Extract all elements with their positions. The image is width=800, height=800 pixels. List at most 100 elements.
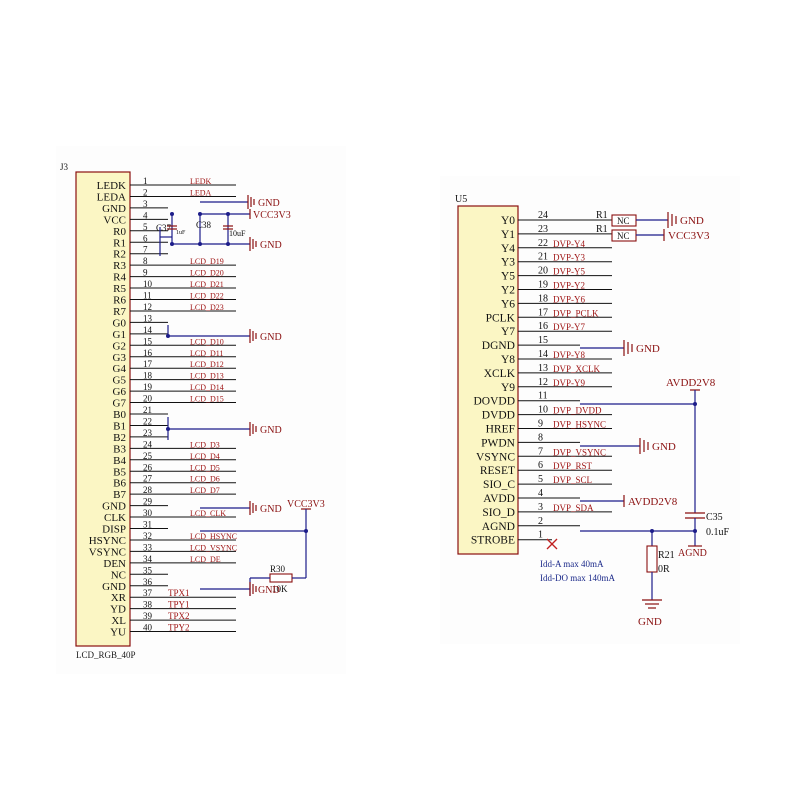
u5-pin-number: 22 (538, 238, 548, 249)
u5-pin-name: HREF (486, 424, 515, 436)
j3-pin-name: B4 (113, 455, 126, 467)
u5-net-label: DVP_XCLK (553, 364, 601, 374)
j3-pin-name: NC (111, 569, 126, 581)
c37-value: 1uF (176, 230, 186, 236)
gnd-symbol-g0-g1: GND (166, 325, 282, 343)
u5-pin-number: 15 (538, 335, 548, 346)
j3-pin-number: 18 (143, 371, 153, 381)
j3-net-label: LCD_D22 (190, 292, 224, 301)
u5-net-label: DVP_HSYNC (553, 420, 606, 430)
u5-pin-name: PCLK (486, 312, 516, 324)
u5-pin-name: RESET (480, 465, 515, 477)
j3-pin-name: G3 (113, 352, 127, 364)
j3-pin-number: 25 (143, 451, 153, 461)
j3-pin-name: XL (111, 615, 126, 627)
j3-net-label: LCD_D4 (190, 452, 220, 461)
note-idd-a: Idd-A max 40mA (540, 559, 604, 569)
j3-pin-name: B2 (113, 432, 126, 444)
j3-pin-number: 20 (143, 394, 153, 404)
j3-pin-name: G6 (113, 386, 127, 398)
j3-pin-name: G7 (113, 398, 127, 410)
u5-net-label: DVP-Y4 (553, 239, 586, 249)
r30-value: 10K (272, 584, 288, 594)
gnd-symbol-pin3: GND (200, 195, 280, 209)
j3-pin-number: 15 (143, 336, 153, 346)
j3-net-label: LCD_HSYNC (190, 532, 237, 541)
j3-net-label: LCD_D21 (190, 280, 224, 289)
r21-network: R21 0R GND (638, 529, 675, 628)
j3-pin-number: 23 (143, 428, 153, 438)
agnd-label: AGND (678, 548, 707, 559)
r1a-label: R1 (596, 210, 608, 221)
vcc-label-disp: VCC3V3 (287, 499, 325, 510)
j3-pin-number: 37 (143, 588, 153, 598)
u5-net-label: DVP-Y6 (553, 294, 586, 304)
avdd-rail: AVDD2V8 C35 0.1uF AGND (580, 377, 730, 559)
j3-pin-name: HSYNC (89, 535, 126, 547)
gnd-label-g: GND (260, 332, 282, 343)
u5-pin-row: DGND 15 (482, 335, 580, 352)
u5-pin-name: DVDD (482, 410, 515, 422)
avdd-label-pin: AVDD2V8 (628, 496, 678, 508)
j3-pin-number: 14 (143, 325, 153, 335)
j3-pin-number: 22 (143, 416, 152, 426)
u5-pin-name: DGND (482, 340, 515, 352)
u5-net-label: DVP_SCL (553, 475, 592, 485)
j3-pin-number: 29 (143, 497, 153, 507)
u5-pin-number: 6 (538, 460, 543, 471)
j3-pin-number: 9 (143, 268, 148, 278)
u5-net-label: DVP-Y5 (553, 267, 586, 277)
c37-label: C37 (156, 223, 172, 233)
j3-pin-name: B3 (113, 443, 126, 455)
j3-pin-name: R3 (113, 260, 126, 272)
j3-pin-number: 7 (143, 245, 148, 255)
u5-pin-name: AVDD (483, 493, 515, 505)
u5-pin-number: 12 (538, 377, 548, 388)
vcc-symbol-pin4: VCC3V3 (200, 209, 291, 221)
u5-pin-name: Y4 (501, 243, 515, 255)
u5-pin-number: 17 (538, 307, 548, 318)
j3-pin-name: R4 (113, 272, 126, 284)
j3-pin-name: CLK (104, 512, 126, 524)
j3-net-label: LCD_D3 (190, 440, 220, 449)
j3-pin-name: YU (110, 627, 126, 639)
vcc-disp-network: VCC3V3 R30 10K (200, 499, 325, 596)
u5-net-label: DVP-Y7 (553, 322, 586, 332)
j3-pin-number: 34 (143, 554, 153, 564)
c38-label: C38 (196, 220, 212, 230)
u5-pin-number: 9 (538, 419, 543, 430)
avdd-label-top: AVDD2V8 (666, 377, 716, 389)
r21-label: R21 (658, 550, 675, 561)
u5-pin-name: Y0 (501, 215, 515, 227)
j3-pin-number: 3 (143, 199, 148, 209)
u5-net-label: DVP_SDA (553, 503, 594, 513)
j3-pin-name: GND (102, 203, 126, 215)
j3-pin-name: R2 (113, 249, 126, 261)
u5-pin-row: HREF 9 DVP_HSYNC (486, 419, 612, 436)
j3-net-label: LCD_D10 (190, 337, 224, 346)
j3-pin-row: R2 7 (113, 245, 168, 261)
u5-pin-number: 14 (538, 349, 548, 360)
u5-pin-number: 7 (538, 446, 543, 457)
u5-ref-label: U5 (455, 194, 467, 205)
j3-net-label: LCD_D13 (190, 372, 224, 381)
j3-footprint-label: LCD_RGB_40P (76, 650, 136, 660)
j3-pin-row: B2 23 (113, 428, 168, 444)
